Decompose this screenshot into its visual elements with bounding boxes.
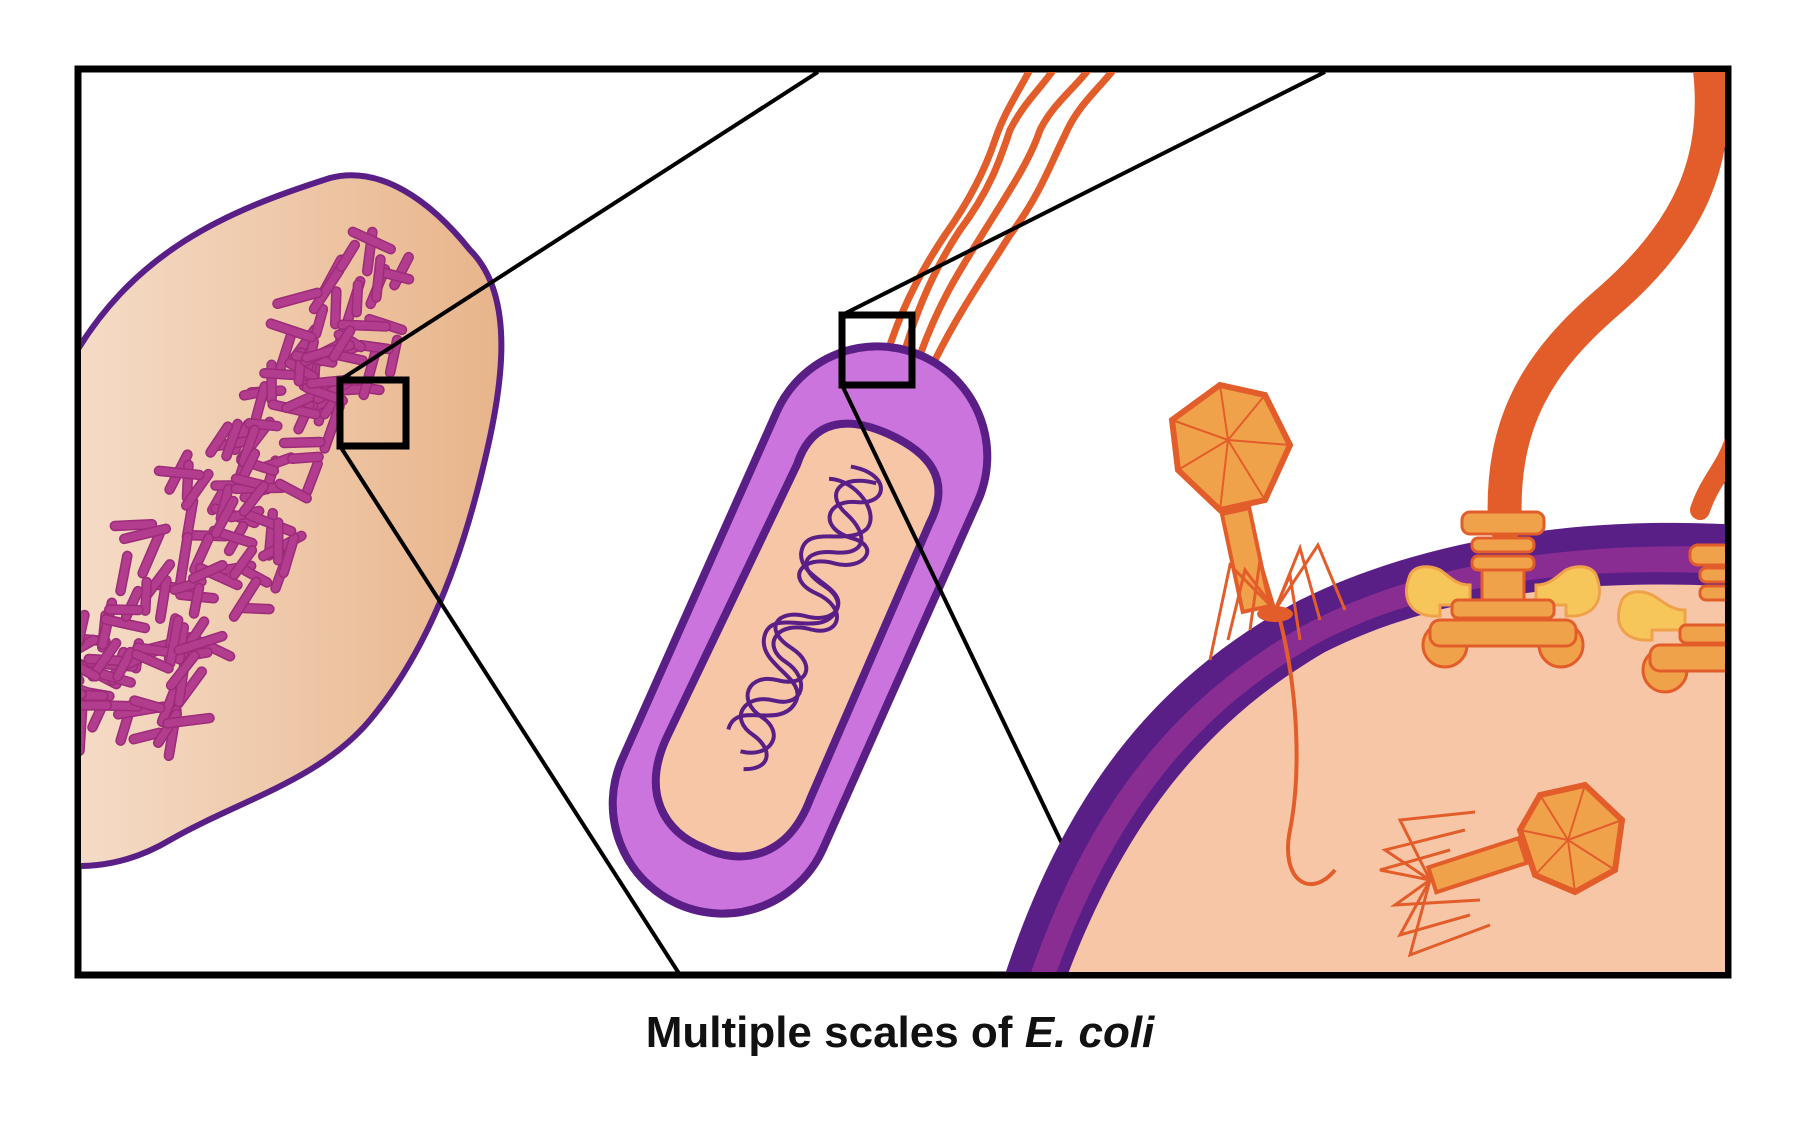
colony-bacterium: [272, 287, 323, 310]
colony-bacterium: [351, 279, 364, 318]
colony-bacterium: [328, 325, 356, 363]
colony-bacterium: [81, 609, 90, 646]
colony-bacterium: [221, 418, 243, 462]
caption-prefix: Multiple scales of: [645, 1008, 1025, 1057]
colony-bacterium: [81, 656, 101, 682]
colony-bacterium: [286, 451, 324, 465]
colony-bacterium: [129, 695, 166, 714]
flagellar-motor: [1405, 510, 1601, 669]
colony-bacterium: [153, 465, 205, 481]
colony-bacterium: [109, 519, 158, 532]
colony-bacterium: [81, 658, 86, 705]
colony-bacterium: [272, 517, 284, 566]
zoom-lines-1: [338, 72, 820, 972]
colony-bacterium: [41, 675, 76, 700]
colony-bacterium: [237, 424, 260, 468]
colony-bacterium: [81, 625, 86, 647]
colony-bacterium: [165, 650, 200, 691]
colony-bacterium: [130, 649, 174, 674]
flagellum-filament: [1487, 72, 1725, 542]
colony-bacterium: [119, 523, 172, 545]
flagellar-motor: [1617, 543, 1725, 694]
colony-bacterium: [371, 254, 386, 303]
colony-bacterium: [81, 684, 87, 700]
colony-bacterium: [265, 318, 317, 343]
injected-dna: [1278, 619, 1337, 887]
colony-bacterium: [173, 630, 228, 656]
colony-bacterium: [81, 689, 109, 702]
colony-bacterium: [104, 604, 144, 616]
colony-bacterium: [56, 623, 66, 670]
colony-bacterium: [140, 576, 152, 616]
colony-bacterium: [112, 646, 136, 682]
colony-bacterium: [238, 480, 270, 517]
colony-bacterium: [228, 545, 258, 581]
colony-bacterium: [347, 226, 396, 255]
caption-species: E. coli: [1024, 1008, 1155, 1057]
colony-bacterium: [115, 550, 133, 597]
colony-bacterium: [81, 700, 113, 711]
colony-bacterium: [228, 576, 262, 622]
colony-bacteria: [35, 226, 415, 762]
colony-bacterium: [81, 634, 100, 662]
bacterium-zoom-box: [838, 311, 916, 389]
colony-bacterium: [87, 637, 122, 682]
colony-bacterium: [274, 478, 312, 504]
colony-bacterium: [329, 286, 342, 330]
colony-zoom-box: [336, 376, 410, 450]
colony-bacterium: [278, 436, 326, 449]
colony-bacterium: [81, 675, 85, 688]
colony-bacterium: [210, 495, 239, 539]
colony-bacterium: [188, 582, 205, 619]
bacteriophage: [1168, 381, 1347, 887]
colony-bacterium: [336, 239, 361, 272]
colony-bacterium: [35, 679, 73, 701]
colony-bacterium: [205, 421, 234, 458]
colony-bacterium: [266, 359, 277, 405]
colony-bacterium: [180, 468, 214, 511]
flagellum-bundle: [886, 72, 1116, 364]
nucleoid-dna: [726, 464, 883, 772]
bacteriophage: [1379, 781, 1626, 958]
figure-caption: Multiple scales of E. coli: [0, 1008, 1800, 1058]
colony-bacterium: [187, 559, 228, 584]
colony-bacterium: [162, 712, 215, 729]
